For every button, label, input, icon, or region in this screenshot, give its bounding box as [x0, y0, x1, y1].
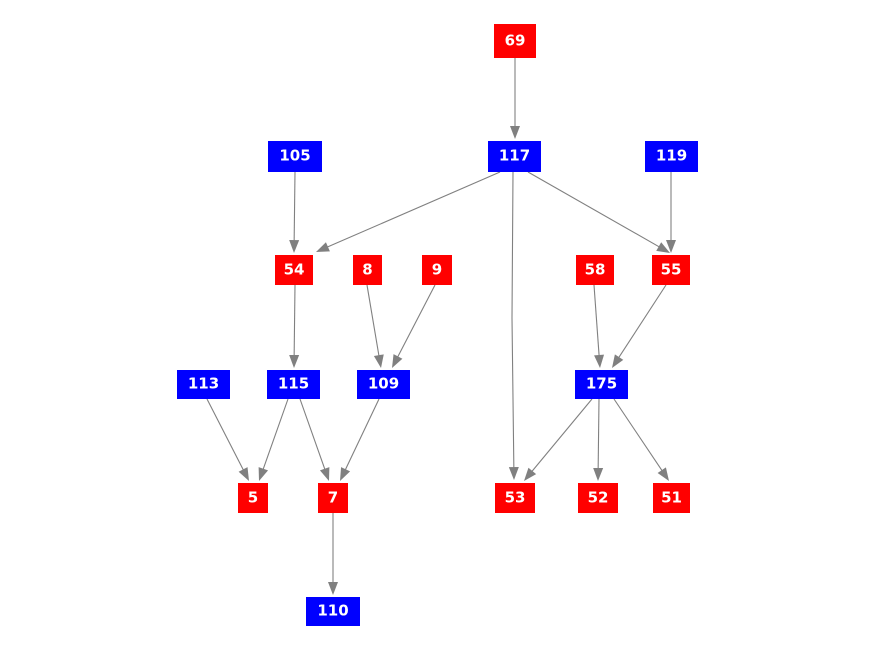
- graph-node-label: 105: [279, 146, 311, 165]
- graph-edge: [597, 398, 600, 470]
- graph-node-label: 58: [584, 260, 606, 278]
- graph-node-label: 69: [504, 31, 526, 49]
- edge-arrowhead: [656, 242, 670, 253]
- graph-node-label: 109: [367, 374, 400, 393]
- graph-node-54[interactable]: 54: [275, 255, 313, 285]
- graph-node-label: 115: [277, 374, 310, 393]
- graph-node-label: 5: [247, 488, 259, 506]
- graph-edge: [293, 284, 296, 357]
- graph-node-69[interactable]: 69: [494, 24, 536, 58]
- graph-node-119[interactable]: 119: [645, 141, 698, 172]
- graph-node-58[interactable]: 58: [576, 255, 614, 285]
- graph-node-label: 53: [504, 488, 526, 506]
- edge-arrowhead: [524, 467, 537, 481]
- graph-node-label: 52: [587, 488, 609, 506]
- graph-node-175[interactable]: 175: [575, 370, 628, 399]
- graph-edge: [617, 284, 667, 359]
- graph-edge: [293, 171, 296, 242]
- edge-arrowhead: [657, 467, 669, 481]
- edge-arrowhead: [666, 240, 676, 253]
- graph-edge: [206, 398, 245, 472]
- graph-node-label: 8: [362, 260, 373, 278]
- graph-edge: [262, 398, 289, 471]
- edge-arrowhead: [508, 466, 519, 480]
- graph-edge: [511, 171, 515, 469]
- graph-node-label: 117: [498, 146, 531, 165]
- edge-arrowhead: [594, 354, 605, 368]
- edge-arrowhead: [258, 467, 269, 481]
- graph-node-7[interactable]: 7: [318, 483, 348, 513]
- graph-node-label: 9: [431, 260, 443, 278]
- graph-node-55[interactable]: 55: [652, 255, 690, 285]
- graph-node-5[interactable]: 5: [238, 483, 268, 513]
- edge-arrowhead: [289, 354, 300, 368]
- graph-edge: [326, 171, 501, 248]
- graph-node-109[interactable]: 109: [357, 370, 410, 399]
- edge-arrowhead: [319, 467, 330, 481]
- graph-edge: [530, 398, 593, 473]
- graph-edge: [366, 284, 380, 357]
- edge-arrowhead: [373, 354, 384, 368]
- edge-arrowhead: [340, 467, 351, 481]
- edge-arrowhead: [238, 467, 249, 481]
- graph-node-115[interactable]: 115: [267, 370, 320, 399]
- graph-edge: [396, 284, 436, 359]
- graph-edge: [613, 398, 664, 472]
- edge-arrowhead: [316, 242, 330, 252]
- graph-node-label: 54: [283, 260, 305, 278]
- graph-node-9[interactable]: 9: [422, 255, 452, 285]
- edge-arrowhead: [392, 354, 403, 368]
- graph-node-label: 55: [660, 260, 682, 278]
- graph-node-117[interactable]: 117: [488, 141, 541, 172]
- edge-arrowhead: [510, 126, 520, 139]
- graph-node-105[interactable]: 105: [268, 141, 322, 172]
- graph-node-label: 113: [187, 374, 220, 393]
- graph-node-label: 110: [317, 601, 349, 620]
- graph-edge: [299, 398, 326, 471]
- graph-node-label: 51: [661, 488, 682, 506]
- graph-edge: [344, 398, 380, 471]
- graph-node-label: 175: [585, 374, 618, 393]
- graph-node-53[interactable]: 53: [495, 483, 535, 513]
- edge-arrowhead: [593, 467, 604, 481]
- graph-node-label: 119: [655, 146, 688, 165]
- graph-node-113[interactable]: 113: [177, 370, 230, 399]
- graph-node-51[interactable]: 51: [653, 483, 690, 513]
- edge-arrowhead: [289, 239, 300, 253]
- edge-arrowhead: [328, 582, 338, 595]
- edge-arrowhead: [612, 354, 624, 368]
- graph-node-110[interactable]: 110: [306, 597, 360, 626]
- graph-node-52[interactable]: 52: [578, 483, 618, 513]
- graph-edge: [527, 171, 661, 248]
- graph-node-label: 7: [327, 488, 339, 506]
- graph-edge: [593, 284, 600, 357]
- graph-node-8[interactable]: 8: [353, 255, 382, 285]
